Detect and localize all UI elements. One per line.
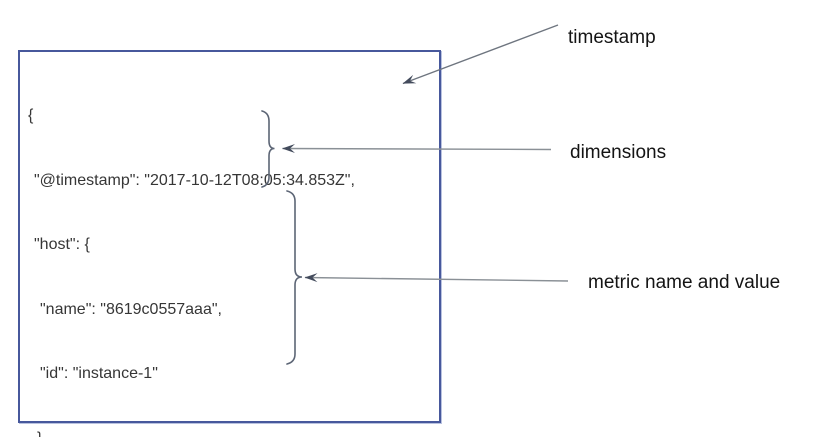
code-line: { [28, 107, 34, 124]
code-line-host: "host": { [34, 236, 90, 253]
label-metric-name-and-value: metric name and value [588, 272, 781, 293]
code-line: }, [20, 428, 439, 437]
code-line-host-id: "id": "instance-1" [40, 365, 158, 382]
json-document-box: { "@timestamp": "2017-10-12T08:05:34.853… [18, 50, 441, 437]
label-dimensions: dimensions [570, 142, 667, 163]
code-line-timestamp: "@timestamp": "2017-10-12T08:05:34.853Z"… [34, 171, 355, 189]
json-code: { "@timestamp": "2017-10-12T08:05:34.853… [20, 62, 439, 437]
label-timestamp: timestamp [568, 27, 656, 48]
code-line-host-name: "name": "8619c0557aaa", [40, 300, 222, 318]
